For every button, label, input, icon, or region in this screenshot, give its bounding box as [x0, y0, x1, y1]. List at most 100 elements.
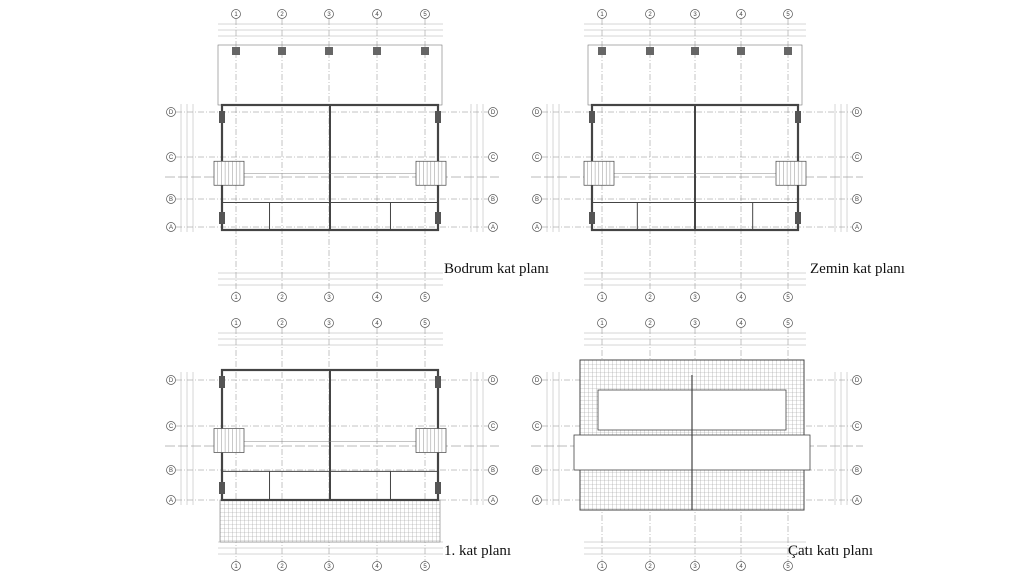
wall-pier [435, 212, 441, 224]
column [784, 47, 792, 55]
grid-label: A [169, 225, 173, 231]
wall-pier [219, 111, 225, 123]
plan-title-birinci: 1. kat planı [444, 543, 512, 559]
grid-bubble [783, 9, 793, 19]
staircase [213, 428, 245, 453]
grid-bubble [532, 495, 542, 505]
grid-bubble [324, 561, 334, 571]
grid-label: C [535, 155, 540, 161]
grid-bubble [852, 222, 862, 232]
wall-pier [795, 111, 801, 123]
grid-bubble [166, 421, 176, 431]
grid-label: B [855, 197, 859, 203]
grid-label: B [535, 197, 539, 203]
grid-bubble [372, 9, 382, 19]
grid-bubble [166, 495, 176, 505]
grid-label: C [491, 155, 496, 161]
grid-bubble [488, 495, 498, 505]
grid-label: 3 [693, 564, 697, 570]
grid-bubble [372, 561, 382, 571]
staircase [415, 160, 447, 186]
grid-label: 3 [327, 321, 331, 327]
grid-label: 3 [693, 321, 697, 327]
grid-label: 2 [280, 321, 284, 327]
grid-bubble [597, 318, 607, 328]
grid-label: 1 [600, 295, 604, 301]
grid-label: D [169, 110, 174, 116]
grid-label: 3 [327, 12, 331, 18]
plan-title-cati: Çatı katı planı [788, 543, 873, 559]
grid-label: D [169, 378, 174, 384]
grid-label: A [535, 498, 539, 504]
grid-label: 4 [375, 12, 379, 18]
column [737, 47, 745, 55]
wall-pier [435, 111, 441, 123]
grid-label: 4 [739, 295, 743, 301]
grid-label: D [535, 110, 540, 116]
plan-title-zemin: Zemin kat planı [810, 261, 905, 277]
grid-bubble [277, 318, 287, 328]
grid-label: 2 [648, 295, 652, 301]
grid-label: 2 [648, 321, 652, 327]
grid-bubble [488, 465, 498, 475]
grid-label: C [491, 424, 496, 430]
grid-label: A [855, 225, 859, 231]
plan-title-bodrum: Bodrum kat planı [444, 261, 549, 277]
column [421, 47, 429, 55]
staircase [583, 160, 615, 186]
grid-bubble [324, 292, 334, 302]
grid-bubble [166, 222, 176, 232]
grid-bubble [783, 561, 793, 571]
grid-label: 4 [739, 321, 743, 327]
grid-label: 2 [648, 564, 652, 570]
column [373, 47, 381, 55]
grid-bubble [372, 318, 382, 328]
wall-pier [589, 111, 595, 123]
grid-bubble [597, 9, 607, 19]
grid-label: 4 [375, 295, 379, 301]
grid-bubble [852, 495, 862, 505]
grid-label: 5 [423, 564, 427, 570]
grid-bubble [488, 375, 498, 385]
grid-bubble [736, 318, 746, 328]
grid-label: 4 [739, 12, 743, 18]
grid-label: D [491, 378, 496, 384]
grid-label: 4 [375, 564, 379, 570]
grid-label: 3 [693, 295, 697, 301]
grid-label: C [855, 424, 860, 430]
grid-label: 3 [327, 295, 331, 301]
grid-label: D [491, 110, 496, 116]
grid-bubble [852, 107, 862, 117]
grid-label: 1 [234, 564, 238, 570]
grid-bubble [783, 292, 793, 302]
grid-label: B [169, 468, 173, 474]
grid-label: 2 [280, 12, 284, 18]
grid-label: C [535, 424, 540, 430]
grid-bubble [277, 9, 287, 19]
grid-label: A [535, 225, 539, 231]
grid-bubble [420, 9, 430, 19]
grid-bubble [736, 561, 746, 571]
wall-pier [589, 212, 595, 224]
grid-bubble [645, 9, 655, 19]
grid-label: 5 [786, 564, 790, 570]
grid-bubble [690, 9, 700, 19]
grid-bubble [736, 9, 746, 19]
grid-label: B [169, 197, 173, 203]
grid-label: A [855, 498, 859, 504]
column [691, 47, 699, 55]
grid-label: B [491, 468, 495, 474]
staircase [775, 160, 807, 186]
grid-bubble [852, 421, 862, 431]
column [325, 47, 333, 55]
wall-pier [219, 482, 225, 494]
grid-bubble [488, 421, 498, 431]
grid-label: 5 [423, 321, 427, 327]
grid-bubble [597, 292, 607, 302]
grid-bubble [488, 152, 498, 162]
grid-bubble [277, 292, 287, 302]
grid-label: 2 [280, 564, 284, 570]
